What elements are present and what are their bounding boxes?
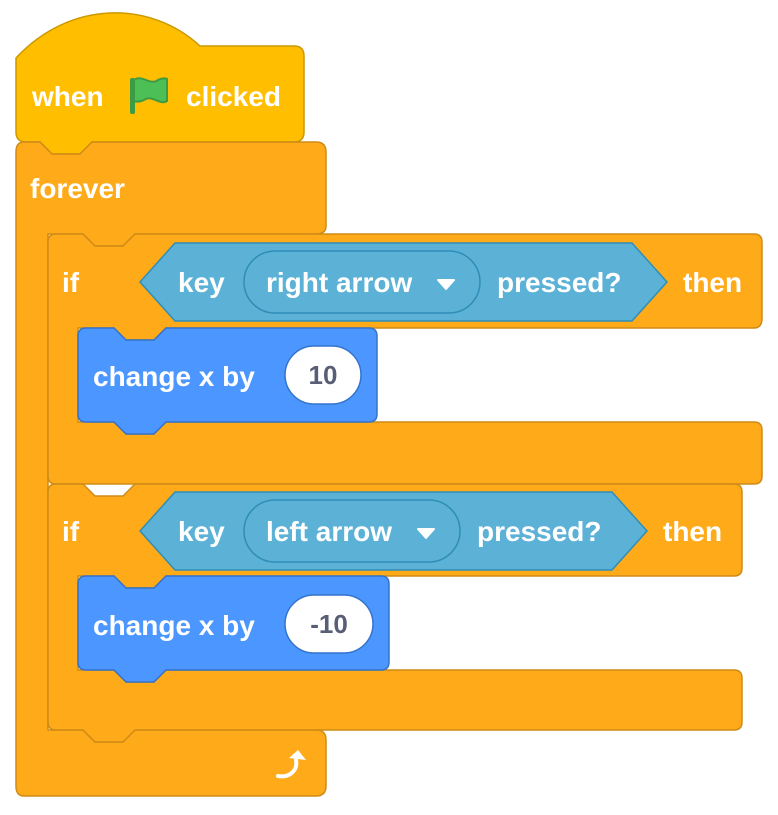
key-label: key <box>178 516 225 547</box>
change-x-label: change x by <box>93 361 255 392</box>
pressed-label: pressed? <box>497 267 622 298</box>
loop-arrow-icon <box>276 750 306 779</box>
when-flag-clicked-block[interactable]: when clicked <box>15 12 305 155</box>
dropdown-arrow-icon <box>437 279 455 290</box>
if-label: if <box>62 267 80 298</box>
change-x-block-right[interactable]: change x by 10 <box>77 327 378 435</box>
change-x-block-left[interactable]: change x by -10 <box>77 575 390 683</box>
then-label: then <box>683 267 742 298</box>
then-label: then <box>663 516 722 547</box>
key-pressed-boolean[interactable]: key right arrow pressed? <box>138 242 669 322</box>
change-x-value-input[interactable] <box>284 594 374 654</box>
key-dropdown[interactable]: right arrow <box>243 250 481 314</box>
if-block-left[interactable]: if key left arrow pressed? then <box>47 483 743 743</box>
change-x-value: -10 <box>310 609 348 639</box>
if-block-right[interactable]: if key right arrow pressed? then <box>47 233 763 485</box>
change-x-value: 10 <box>309 360 338 390</box>
key-dropdown-value: left arrow <box>266 516 392 547</box>
if-label: if <box>62 516 80 547</box>
key-dropdown[interactable]: left arrow <box>243 499 461 563</box>
key-label: key <box>178 267 225 298</box>
change-x-value-input[interactable] <box>284 345 362 405</box>
pressed-label: pressed? <box>477 516 602 547</box>
change-x-label: change x by <box>93 610 255 641</box>
key-dropdown-value: right arrow <box>266 267 412 298</box>
green-flag-icon <box>130 77 168 114</box>
key-dropdown-shape <box>243 499 461 563</box>
clicked-label: clicked <box>186 81 281 112</box>
forever-label: forever <box>30 173 125 204</box>
when-label: when <box>31 81 104 112</box>
key-dropdown-shape <box>243 250 481 314</box>
dropdown-arrow-icon <box>417 528 435 539</box>
key-pressed-boolean[interactable]: key left arrow pressed? <box>138 491 649 571</box>
